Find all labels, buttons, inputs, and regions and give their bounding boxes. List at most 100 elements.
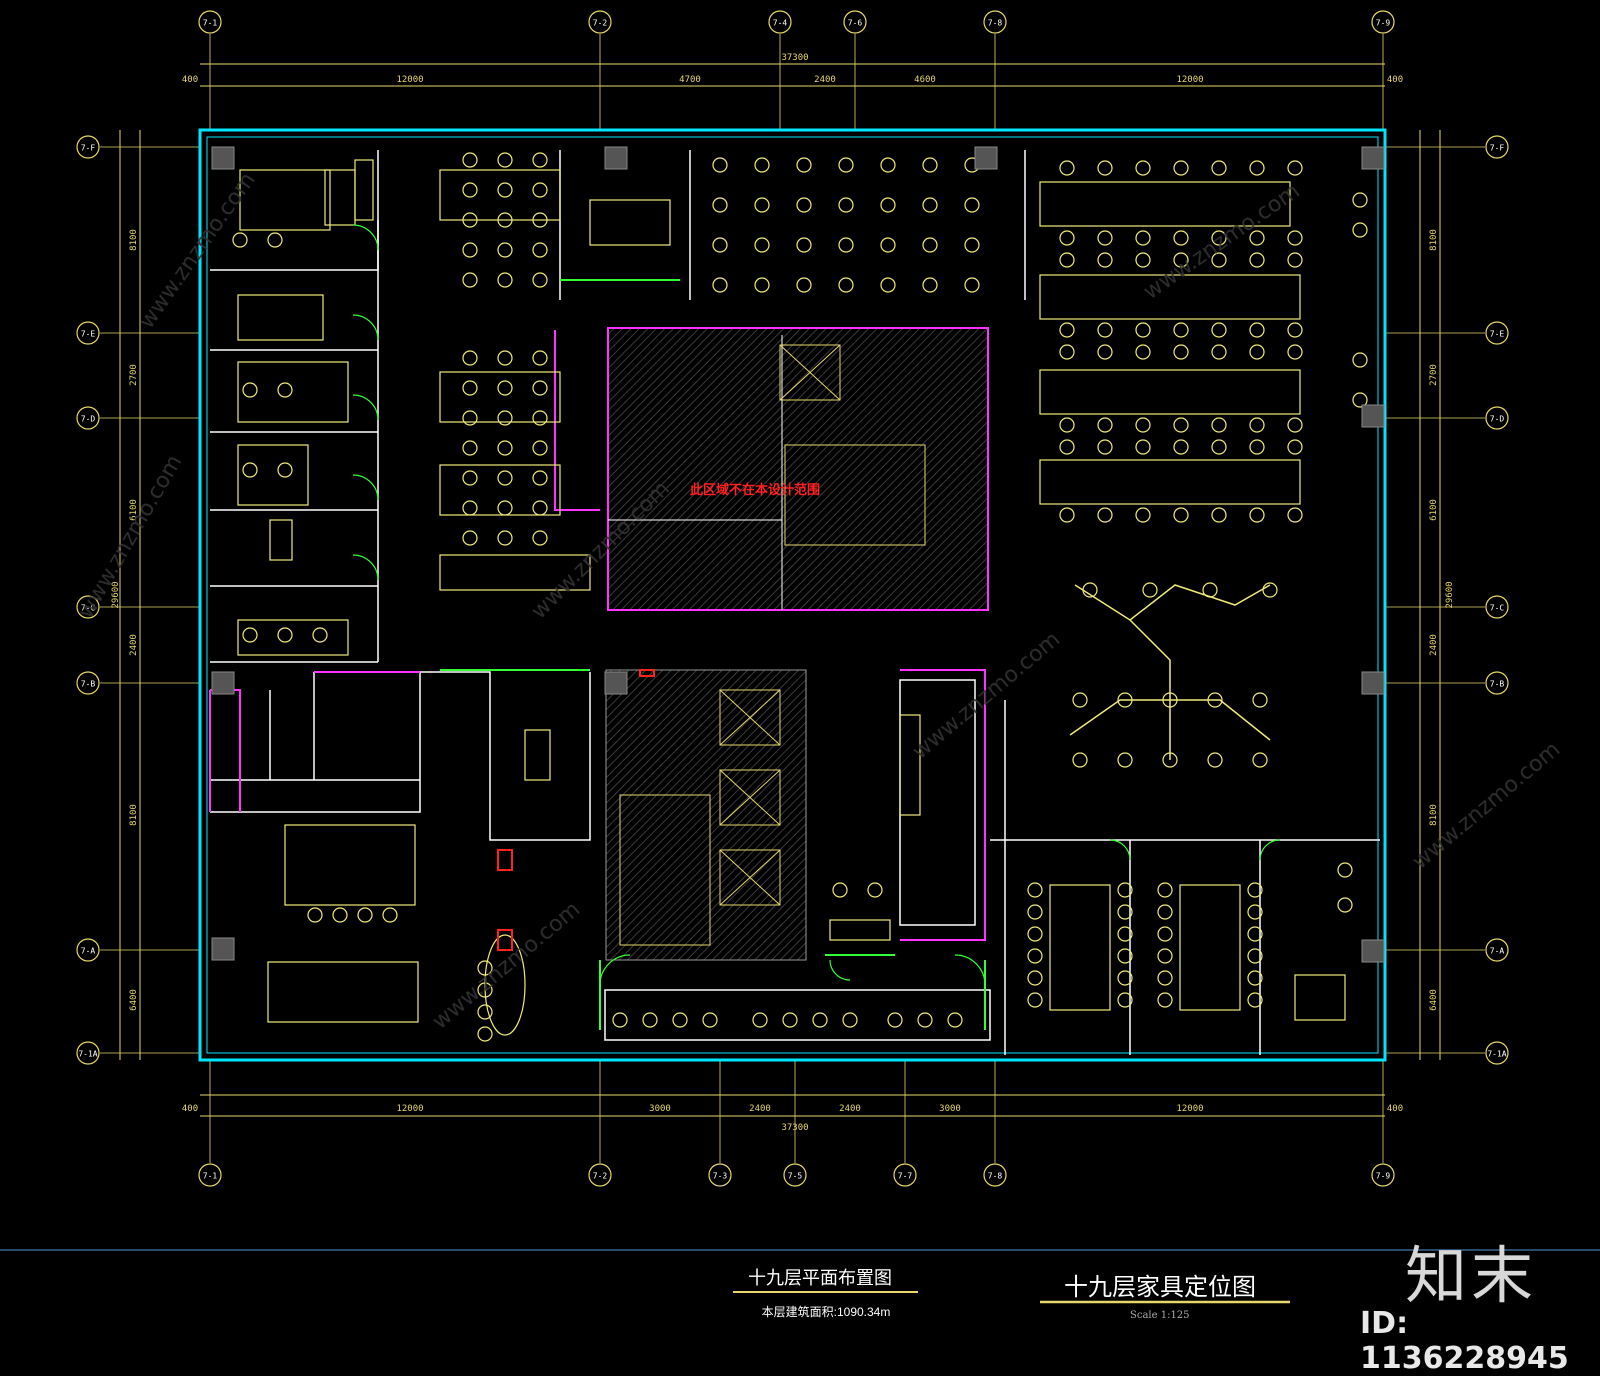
chair-65 [1059, 439, 1075, 455]
dim-bottom-7: 12000 [1176, 1104, 1203, 1114]
axis-bottom-2: 7-2 [588, 1163, 612, 1187]
svg-text:7-5: 7-5 [788, 1172, 803, 1181]
chair-145 [232, 232, 248, 248]
dim-left-4: 2400 [129, 634, 139, 656]
chair-45 [1211, 252, 1227, 268]
area-note: 本层建筑面积:1090.34m [762, 1304, 891, 1319]
chair-58 [1211, 322, 1227, 338]
chair-48 [1287, 230, 1303, 246]
dim-right-6: 6400 [1429, 989, 1439, 1011]
chair-122 [1027, 904, 1043, 920]
axis-right-3: 7-D [1485, 406, 1509, 430]
chair-79 [1097, 507, 1113, 523]
chair-35 [1287, 160, 1303, 176]
axis-left-3: 7-D [76, 406, 100, 430]
chair-41 [1135, 252, 1151, 268]
dim-right-total: 29600 [1445, 581, 1455, 608]
chair-40 [1135, 230, 1151, 246]
svg-text:7-A: 7-A [81, 947, 96, 956]
chair-129 [1117, 926, 1133, 942]
chair-42 [1173, 230, 1189, 246]
watermark-1: www.znzmo.com [134, 168, 260, 333]
chair-89 [462, 272, 478, 288]
dim-right-2: 2700 [1429, 364, 1439, 386]
axis-left-6: 7-A [76, 938, 100, 962]
watermark-7: www.znzmo.com [908, 627, 1065, 765]
image-id-label: ID: 1136228945 [1360, 1306, 1569, 1376]
chair-86 [462, 182, 478, 198]
dim-top-1: 400 [182, 75, 198, 85]
dim-top-4: 2400 [814, 75, 836, 85]
chair-60 [1249, 322, 1265, 338]
chair-101 [462, 380, 478, 396]
axis-bottom-3: 7-3 [708, 1163, 732, 1187]
chair-59 [1211, 344, 1227, 360]
svg-text:7-1A: 7-1A [78, 1050, 97, 1059]
svg-text:7-4: 7-4 [773, 19, 788, 28]
watermark-6: www.znzmo.com [428, 897, 585, 1035]
svg-text:7-3: 7-3 [713, 1172, 728, 1181]
chair-135 [1157, 926, 1173, 942]
chair-69 [1135, 439, 1151, 455]
chair-56 [1173, 322, 1189, 338]
chair-22 [922, 197, 938, 213]
chair-7 [754, 237, 770, 253]
dim-right-3: 6100 [1429, 499, 1439, 521]
chair-107 [497, 350, 513, 366]
chair-111 [497, 470, 513, 486]
chair-140 [1247, 904, 1263, 920]
chair-178 [672, 1012, 688, 1028]
axis-bottom-6: 7-8 [983, 1163, 1007, 1187]
y-workstations [1069, 584, 1271, 760]
chair-96 [532, 182, 548, 198]
chair-43 [1173, 252, 1189, 268]
chair-134 [1157, 904, 1173, 920]
chair-132 [1117, 992, 1133, 1008]
axis-bottom-7: 7-9 [1371, 1163, 1395, 1187]
chair-49 [1287, 252, 1303, 268]
chair-62 [1287, 322, 1303, 338]
dim-top-3: 4700 [679, 75, 701, 85]
chair-92 [497, 212, 513, 228]
chair-15 [838, 237, 854, 253]
chair-137 [1157, 970, 1173, 986]
core-areas [605, 327, 989, 961]
chair-47 [1249, 252, 1265, 268]
chair-103 [462, 440, 478, 456]
chair-51 [1059, 344, 1075, 360]
chair-113 [497, 530, 513, 546]
chair-54 [1135, 322, 1151, 338]
green-walls [440, 279, 986, 1030]
chair-184 [887, 1012, 903, 1028]
svg-text:7-6: 7-6 [848, 19, 863, 28]
chair-194 [867, 882, 883, 898]
chair-102 [462, 410, 478, 426]
dimension-lines [119, 63, 1441, 1117]
chair-9 [796, 157, 812, 173]
chair-24 [922, 277, 938, 293]
chair-127 [1117, 882, 1133, 898]
chair-174 [1207, 752, 1223, 768]
svg-text:7-1A: 7-1A [1487, 1050, 1506, 1059]
title-main: 十九层平面布置图 [748, 1268, 892, 1288]
column-9 [211, 671, 235, 695]
chair-193 [832, 882, 848, 898]
chair-50 [1059, 322, 1075, 338]
chair-114 [532, 350, 548, 366]
dim-bottom-5: 2400 [839, 1104, 861, 1114]
chair-44 [1211, 230, 1227, 246]
chair-192 [1337, 897, 1353, 913]
svg-text:7-C: 7-C [1490, 604, 1505, 613]
svg-text:7-D: 7-D [1490, 415, 1505, 424]
chair-121 [1027, 882, 1043, 898]
svg-text:7-B: 7-B [1490, 680, 1505, 689]
scale-text: Scale 1:125 [1130, 1310, 1190, 1321]
chair-72 [1211, 417, 1227, 433]
chair-17 [880, 157, 896, 173]
chair-31 [1135, 160, 1151, 176]
chair-155 [332, 907, 348, 923]
chair-153 [312, 627, 328, 643]
chair-147 [242, 382, 258, 398]
axis-left-2: 7-E [76, 321, 100, 345]
chair-165 [1262, 582, 1278, 598]
